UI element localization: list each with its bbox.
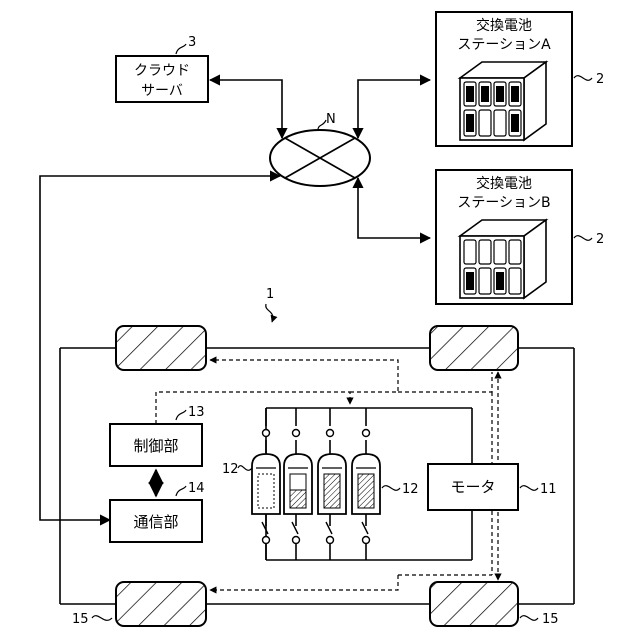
network-ref-leader bbox=[318, 120, 326, 130]
comm-ref-number: 14 bbox=[188, 481, 205, 496]
wheel-ref-right: 15 bbox=[542, 612, 559, 627]
comm-label: 通信部 bbox=[133, 513, 178, 531]
vehicle-ref-number: 1 bbox=[266, 287, 274, 302]
network-station-b-link bbox=[358, 178, 430, 238]
network-node bbox=[270, 130, 370, 186]
network-station-a-link bbox=[358, 80, 430, 138]
station-b-ref-leader bbox=[574, 236, 592, 241]
wheel-ref-left-leader bbox=[92, 616, 112, 621]
battery-pack-3 bbox=[318, 454, 346, 514]
motor-ref-number: 11 bbox=[540, 482, 557, 497]
cloud-server-label-2: サーバ bbox=[141, 83, 183, 99]
controller-ref-number: 13 bbox=[188, 405, 205, 420]
vehicle-ref-arrow bbox=[266, 304, 273, 322]
station-a-ref-number: 2 bbox=[596, 72, 604, 87]
wheel-front-right bbox=[430, 326, 518, 370]
comm-box: 通信部 bbox=[110, 500, 202, 542]
battery-ref-right-leader bbox=[382, 486, 400, 491]
wheel-rear-right bbox=[430, 582, 518, 626]
station-a-label-1: 交換電池 bbox=[476, 17, 532, 34]
cloud-ref-number: 3 bbox=[188, 35, 196, 50]
battery-ref-right: 12 bbox=[402, 482, 419, 497]
battery-ref-left: 12 bbox=[222, 462, 239, 477]
wheel-front-left bbox=[116, 326, 206, 370]
station-a-ref-leader bbox=[574, 76, 592, 81]
cloud-server-label-1: クラウド bbox=[134, 63, 190, 79]
motor-ref-leader bbox=[520, 486, 538, 491]
controller-ref-leader bbox=[176, 410, 186, 420]
cloud-server-box: クラウド サーバ bbox=[116, 56, 208, 102]
battery-ref-left-leader bbox=[238, 466, 252, 471]
station-b-cabinet bbox=[460, 220, 546, 298]
cloud-ref-leader bbox=[176, 44, 186, 54]
wheel-ref-left: 15 bbox=[72, 612, 89, 627]
cloud-network-link bbox=[210, 80, 282, 138]
battery-pack-4 bbox=[352, 454, 380, 514]
controller-box: 制御部 bbox=[110, 424, 202, 466]
station-b-ref-number: 2 bbox=[596, 232, 604, 247]
station-a-label-2: ステーションA bbox=[457, 37, 551, 53]
station-a-cabinet bbox=[460, 62, 546, 140]
network-ref-label: N bbox=[326, 112, 336, 127]
battery-pack-2 bbox=[284, 454, 312, 514]
station-b-label-1: 交換電池 bbox=[476, 175, 532, 192]
comm-ref-leader bbox=[176, 486, 186, 496]
station-b-label-2: ステーションB bbox=[457, 195, 550, 211]
battery-pack-1 bbox=[252, 454, 280, 514]
controller-label: 制御部 bbox=[133, 437, 178, 455]
wheel-ref-right-leader bbox=[520, 616, 538, 621]
wheel-rear-left bbox=[116, 582, 206, 626]
motor-label: モータ bbox=[450, 478, 495, 496]
motor-box: モータ bbox=[428, 464, 518, 510]
